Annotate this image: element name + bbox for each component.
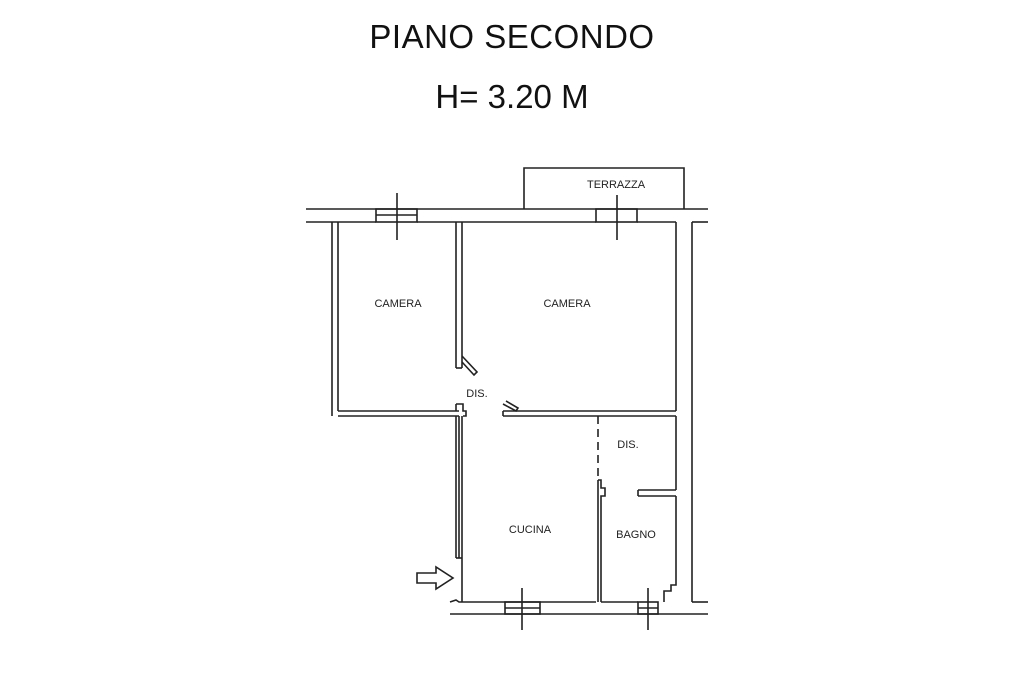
room-label-camera-left: CAMERA [374,298,422,310]
plan-title: PIANO SECONDO [369,18,655,55]
room-label-dis-center: DIS. [466,388,488,400]
ceiling-height: H= 3.20 M [435,78,589,115]
room-label-cucina: CUCINA [508,524,552,536]
room-label-dis-right: DIS. [617,439,639,451]
room-label-bagno: BAGNO [616,529,656,541]
room-label-terrazza: TERRAZZA [586,179,646,191]
room-label-camera-right: CAMERA [543,298,591,310]
entrance-arrow-icon [416,565,455,591]
terrazza-outline [523,167,685,209]
